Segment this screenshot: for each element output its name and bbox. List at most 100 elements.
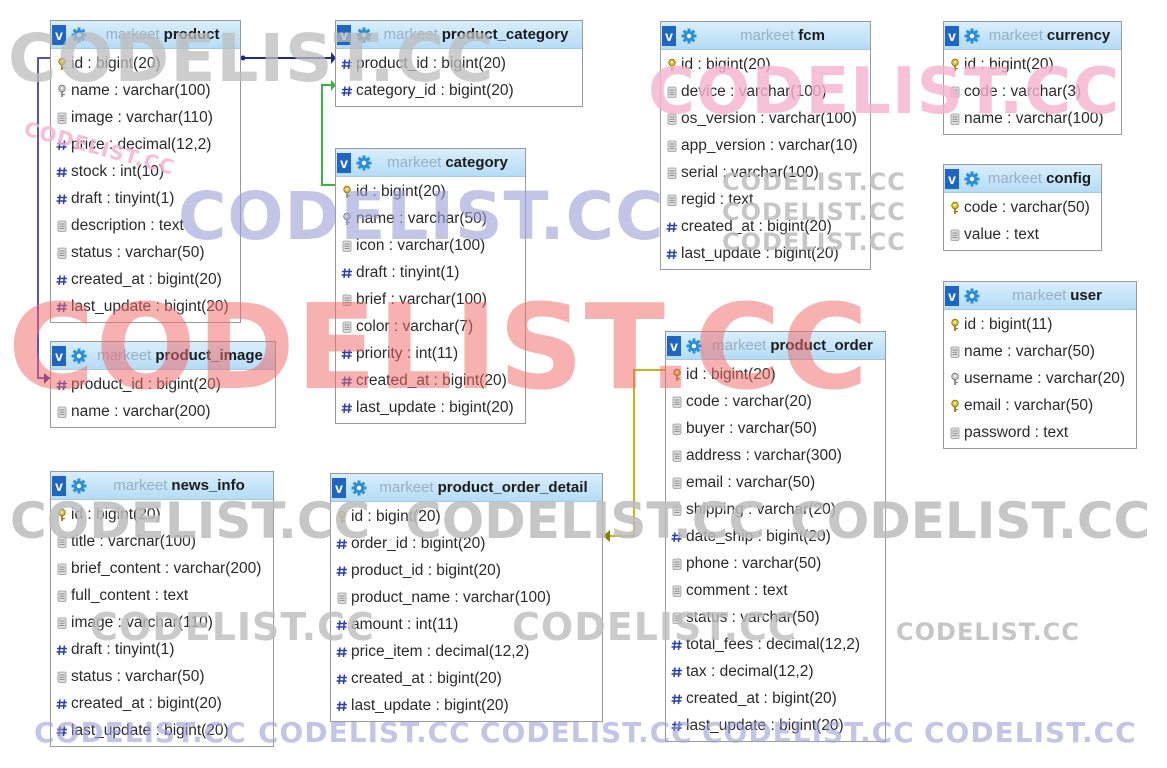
column-row[interactable]: product_id : bigint(20) — [51, 371, 275, 398]
column-row[interactable]: last_update : bigint(20) — [666, 712, 885, 739]
column-row[interactable]: id : bigint(20) — [666, 361, 885, 388]
column-row[interactable]: code : varchar(3) — [944, 78, 1121, 105]
collapse-toggle-button[interactable]: v — [52, 24, 66, 45]
column-row[interactable]: icon : varchar(100) — [336, 232, 525, 259]
table-options-gear-icon[interactable] — [356, 155, 372, 171]
collapse-toggle-button[interactable]: v — [945, 285, 959, 306]
column-row[interactable]: device : varchar(100) — [661, 78, 870, 105]
column-row[interactable]: code : varchar(50) — [944, 194, 1101, 221]
column-row[interactable]: address : varchar(300) — [666, 442, 885, 469]
column-row[interactable]: category_id : bigint(20) — [336, 77, 582, 104]
column-row[interactable]: title : varchar(100) — [51, 528, 273, 555]
column-row[interactable]: email : varchar(50) — [944, 392, 1136, 419]
column-row[interactable]: email : varchar(50) — [666, 469, 885, 496]
table-options-gear-icon[interactable] — [71, 478, 87, 494]
column-row[interactable]: draft : tinyint(1) — [51, 636, 273, 663]
column-row[interactable]: brief : varchar(100) — [336, 286, 525, 313]
column-row[interactable]: id : bigint(20) — [51, 501, 273, 528]
table-options-gear-icon[interactable] — [964, 171, 980, 187]
column-row[interactable]: created_at : bigint(20) — [336, 367, 525, 394]
column-row[interactable]: product_id : bigint(20) — [331, 557, 602, 584]
table-options-gear-icon[interactable] — [351, 480, 367, 496]
collapse-toggle-button[interactable]: v — [332, 477, 346, 498]
collapse-toggle-button[interactable]: v — [667, 335, 681, 356]
column-row[interactable]: app_version : varchar(10) — [661, 132, 870, 159]
column-row[interactable]: last_update : bigint(20) — [51, 293, 240, 320]
table-options-gear-icon[interactable] — [686, 338, 702, 354]
collapse-toggle-button[interactable]: v — [337, 24, 351, 45]
column-row[interactable]: id : bigint(11) — [944, 311, 1136, 338]
column-row[interactable]: serial : varchar(100) — [661, 159, 870, 186]
column-row[interactable]: id : bigint(20) — [944, 51, 1121, 78]
collapse-toggle-button[interactable]: v — [52, 345, 66, 366]
column-row[interactable]: created_at : bigint(20) — [51, 266, 240, 293]
column-row[interactable]: amount : int(11) — [331, 611, 602, 638]
column-row[interactable]: created_at : bigint(20) — [661, 213, 870, 240]
column-row[interactable]: last_update : bigint(20) — [661, 240, 870, 267]
collapse-toggle-button[interactable]: v — [662, 25, 676, 46]
column-row[interactable]: stock : int(10) — [51, 158, 240, 185]
column-row[interactable]: total_fees : decimal(12,2) — [666, 631, 885, 658]
table-options-gear-icon[interactable] — [356, 27, 372, 43]
collapse-toggle-button[interactable]: v — [337, 152, 351, 173]
column-row[interactable]: os_version : varchar(100) — [661, 105, 870, 132]
column-row[interactable]: code : varchar(20) — [666, 388, 885, 415]
table-options-gear-icon[interactable] — [964, 28, 980, 44]
column-row[interactable]: last_update : bigint(20) — [331, 692, 602, 719]
column-row[interactable]: name : varchar(200) — [51, 398, 275, 425]
table-options-gear-icon[interactable] — [71, 348, 87, 364]
column-row[interactable]: username : varchar(20) — [944, 365, 1136, 392]
column-row[interactable]: price : decimal(12,2) — [51, 131, 240, 158]
column-row[interactable]: product_name : varchar(100) — [331, 584, 602, 611]
column-row[interactable]: product_id : bigint(20) — [336, 50, 582, 77]
column-row[interactable]: created_at : bigint(20) — [666, 685, 885, 712]
column-row[interactable]: regid : text — [661, 186, 870, 213]
column-row[interactable]: color : varchar(7) — [336, 313, 525, 340]
column-row[interactable]: id : bigint(20) — [331, 503, 602, 530]
column-row[interactable]: last_update : bigint(20) — [51, 717, 273, 744]
column-row[interactable]: shipping : varchar(20) — [666, 496, 885, 523]
column-row[interactable]: comment : text — [666, 577, 885, 604]
column-row[interactable]: password : text — [944, 419, 1136, 446]
column-row[interactable]: id : bigint(20) — [661, 51, 870, 78]
column-row[interactable]: created_at : bigint(20) — [51, 690, 273, 717]
table-options-gear-icon[interactable] — [964, 288, 980, 304]
collapse-toggle-button[interactable]: v — [945, 168, 959, 189]
column-row[interactable]: priority : int(11) — [336, 340, 525, 367]
column-row[interactable]: image : varchar(110) — [51, 609, 273, 636]
column-row[interactable]: status : varchar(50) — [51, 239, 240, 266]
column-row[interactable]: id : bigint(20) — [51, 50, 240, 77]
column-row[interactable]: status : varchar(50) — [666, 604, 885, 631]
column-row[interactable]: value : text — [944, 221, 1101, 248]
column-row[interactable]: buyer : varchar(50) — [666, 415, 885, 442]
column-row[interactable]: order_id : bigint(20) — [331, 530, 602, 557]
column-row[interactable]: status : varchar(50) — [51, 663, 273, 690]
column-row[interactable]: last_update : bigint(20) — [336, 394, 525, 421]
column-row[interactable]: full_content : text — [51, 582, 273, 609]
column-row[interactable]: created_at : bigint(20) — [331, 665, 602, 692]
column-row[interactable]: price_item : decimal(12,2) — [331, 638, 602, 665]
column-row[interactable]: id : bigint(20) — [336, 178, 525, 205]
column-row[interactable]: name : varchar(100) — [51, 77, 240, 104]
